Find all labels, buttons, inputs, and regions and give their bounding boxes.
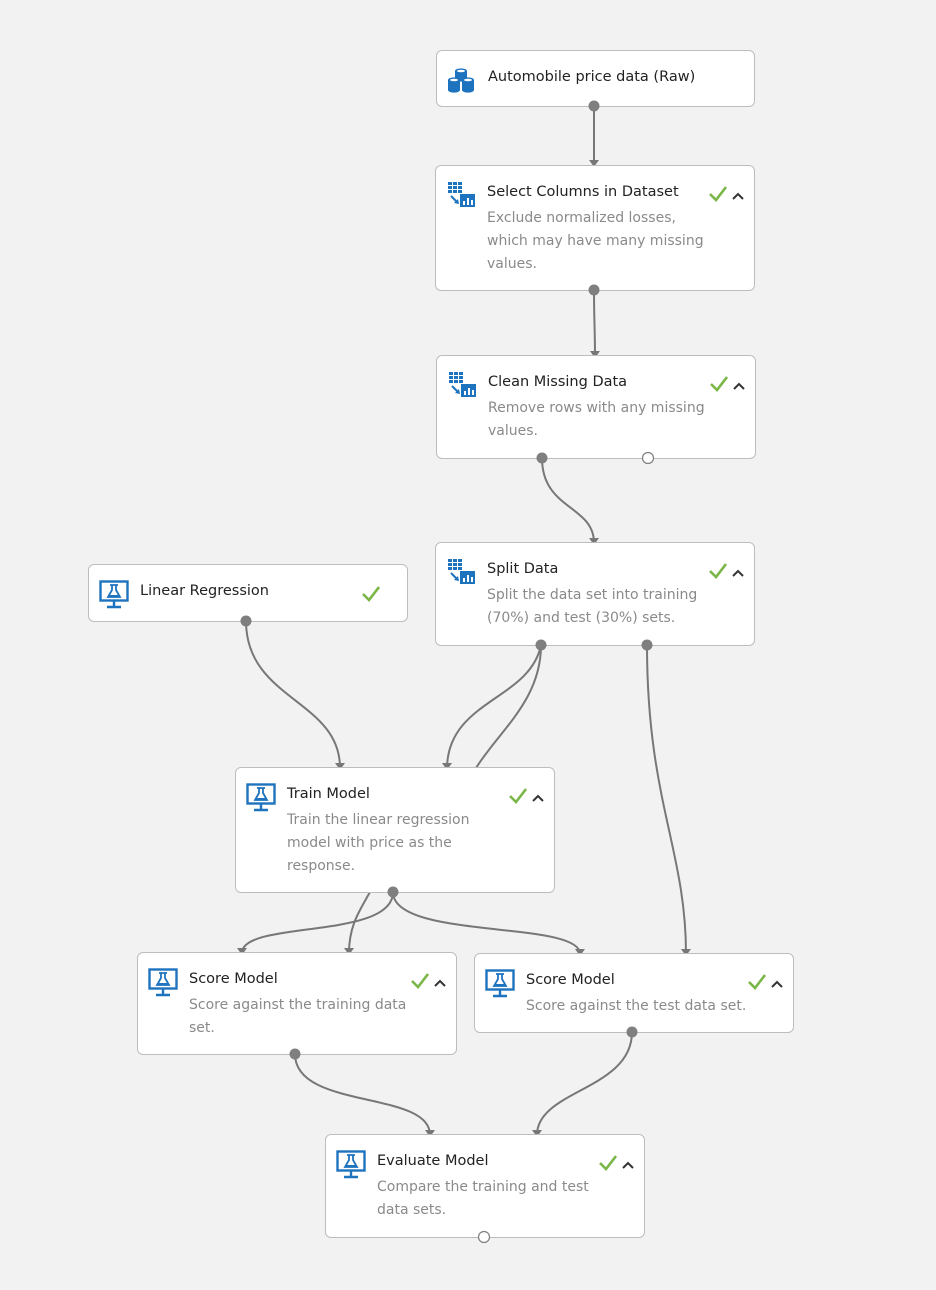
- node-title: Linear Regression: [140, 583, 269, 599]
- ml-model-icon: [336, 1150, 366, 1179]
- node-description: Remove rows with any missing values.: [488, 400, 705, 439]
- check-icon: [362, 586, 380, 602]
- arrow-head: [344, 948, 354, 955]
- wire-split-to-score-test: [646, 644, 687, 955]
- collapse-caret-icon[interactable]: [434, 979, 446, 987]
- ml-model-icon: [148, 968, 178, 997]
- arrow-head: [681, 949, 691, 956]
- data-transform-icon: [448, 559, 475, 584]
- collapse-caret-icon[interactable]: [733, 382, 745, 390]
- collapse-caret-icon[interactable]: [732, 192, 744, 200]
- arrow-head: [335, 763, 345, 770]
- wire-train-to-score-test: [392, 891, 581, 955]
- check-icon: [710, 376, 728, 392]
- wire-linear-to-train: [245, 620, 341, 769]
- collapse-caret-icon[interactable]: [532, 794, 544, 802]
- node-linear-regression[interactable]: Linear Regression: [88, 564, 408, 622]
- node-title: Automobile price data (Raw): [488, 69, 696, 85]
- node-description: Score against the test data set.: [526, 998, 747, 1014]
- wire-clean-to-split: [541, 457, 595, 544]
- node-description: Score against the training data set.: [189, 997, 407, 1036]
- data-transform-icon: [448, 182, 475, 207]
- node-title: Split Data: [487, 561, 559, 577]
- data-transform-icon: [449, 372, 476, 397]
- check-icon: [599, 1155, 617, 1171]
- wire-score-test-to-evaluate: [536, 1031, 633, 1136]
- check-icon: [509, 788, 527, 804]
- collapse-caret-icon[interactable]: [771, 980, 783, 988]
- arrow-head: [575, 949, 585, 956]
- ml-model-icon: [485, 969, 515, 998]
- arrow-head: [590, 351, 600, 358]
- check-icon: [709, 186, 727, 202]
- check-icon: [748, 974, 766, 990]
- node-train-model[interactable]: Train Model Train the linear regression …: [235, 767, 555, 893]
- arrow-head: [237, 948, 247, 955]
- wire-score-train-to-evaluate: [294, 1053, 431, 1136]
- node-description: Train the linear regression model with p…: [287, 812, 470, 874]
- wire-select-to-clean: [593, 289, 596, 357]
- node-title: Evaluate Model: [377, 1153, 489, 1169]
- database-icon: [448, 68, 474, 93]
- node-title: Select Columns in Dataset: [487, 184, 679, 200]
- node-title: Score Model: [526, 972, 615, 988]
- check-icon: [709, 563, 727, 579]
- node-score-model-test[interactable]: Score Model Score against the test data …: [474, 953, 794, 1033]
- collapse-caret-icon[interactable]: [732, 569, 744, 577]
- ml-model-icon: [246, 783, 276, 812]
- arrow-head: [442, 763, 452, 770]
- node-title: Clean Missing Data: [488, 374, 628, 390]
- node-automobile-price-data[interactable]: Automobile price data (Raw): [436, 50, 755, 107]
- node-description: Exclude normalized losses, which may hav…: [487, 210, 704, 272]
- wire-split-to-train-a: [446, 644, 542, 769]
- wire-train-to-score-train-a: [241, 891, 394, 954]
- wire-train-to-score-train-b: [348, 891, 371, 954]
- node-title: Train Model: [287, 786, 370, 802]
- node-score-model-training[interactable]: Score Model Score against the training d…: [137, 952, 457, 1055]
- collapse-caret-icon[interactable]: [622, 1161, 634, 1169]
- arrow-head: [532, 1130, 542, 1137]
- node-split-data[interactable]: Split Data Split the data set into train…: [435, 542, 755, 646]
- node-description: Compare the training and test data sets.: [377, 1179, 589, 1218]
- node-evaluate-model[interactable]: Evaluate Model Compare the training and …: [325, 1134, 645, 1238]
- arrow-head: [589, 160, 599, 167]
- node-title: Score Model: [189, 971, 278, 987]
- arrow-head: [425, 1130, 435, 1137]
- ml-model-icon: [99, 580, 129, 609]
- node-select-columns[interactable]: Select Columns in Dataset Exclude normal…: [435, 165, 755, 291]
- wire-split-to-train-b: [475, 644, 542, 769]
- node-description: Split the data set into training (70%) a…: [487, 587, 698, 626]
- check-icon: [411, 973, 429, 989]
- arrow-head: [589, 538, 599, 545]
- node-clean-missing-data[interactable]: Clean Missing Data Remove rows with any …: [436, 355, 756, 459]
